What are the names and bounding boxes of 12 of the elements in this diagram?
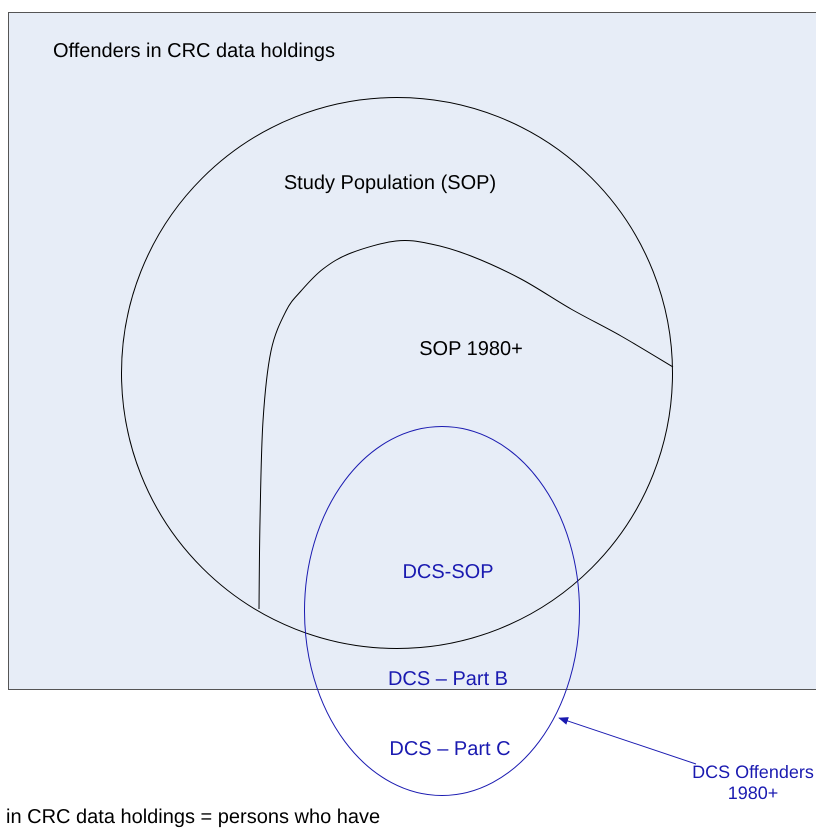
set-label: Study Population (SOP) xyxy=(284,172,496,195)
callout-text: DCS Offenders 1980+ xyxy=(691,762,815,804)
note-text: in CRC data holdings = persons who have xyxy=(6,806,380,829)
population-box xyxy=(8,12,816,690)
set-label: DCS – Part B xyxy=(388,668,508,691)
set-label: DCS – Part C xyxy=(389,738,511,761)
arrow xyxy=(558,717,696,764)
set-label: DCS-SOP xyxy=(402,561,494,584)
subset-ellipse xyxy=(304,426,580,796)
set-label: Offenders in CRC data holdings xyxy=(53,40,336,63)
set-label: SOP 1980+ xyxy=(419,338,523,361)
population-circle xyxy=(121,97,673,649)
